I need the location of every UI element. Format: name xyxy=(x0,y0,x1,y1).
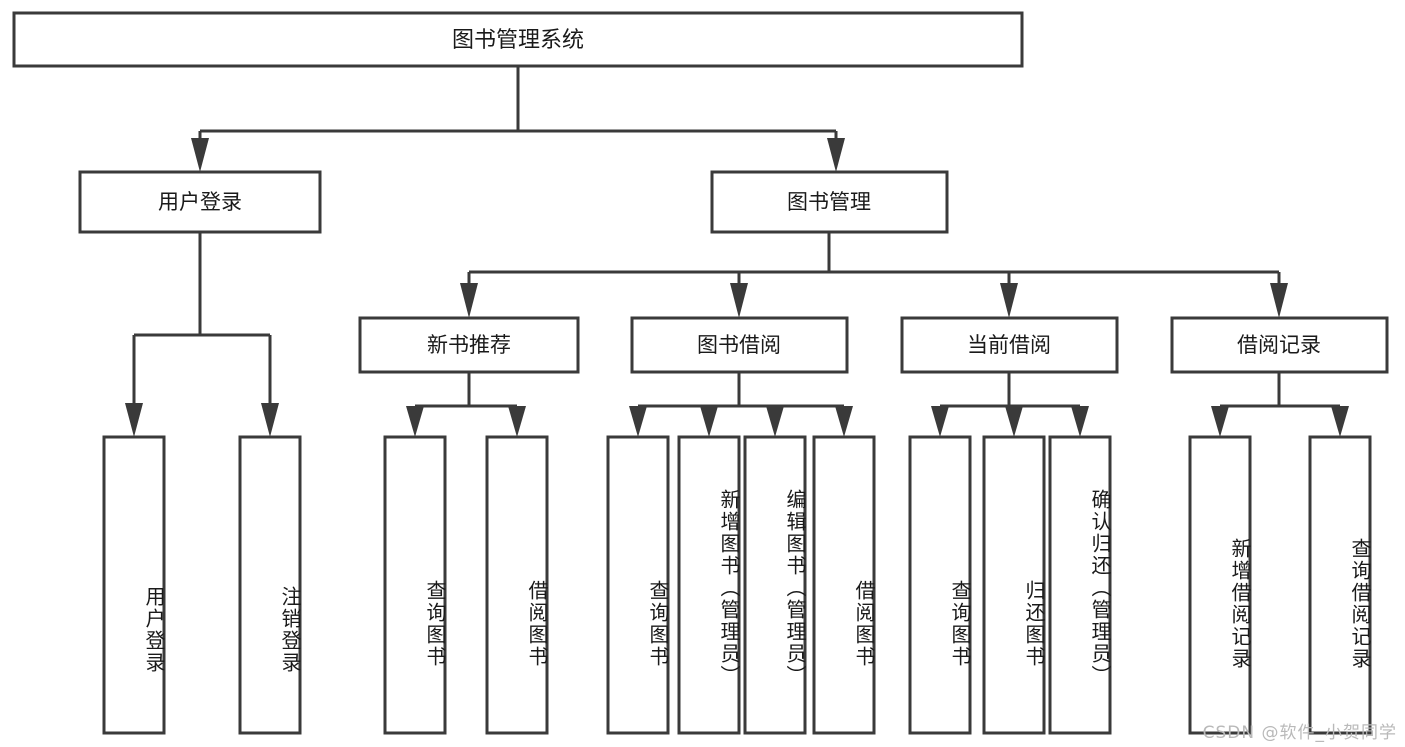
node-root-box[interactable] xyxy=(12,11,1024,68)
arrow-nbr-to-leaf2 xyxy=(508,406,526,437)
arrow-bm-to-current-borrow xyxy=(1000,283,1018,318)
node-current-borrow-label: 当前借阅 xyxy=(967,333,1051,357)
node-new-book-rec-label: 新书推荐 xyxy=(427,333,511,357)
arrow-bb-to-leaf1 xyxy=(629,406,647,437)
arrow-ul-to-leaf1 xyxy=(125,403,143,437)
node-leaf-query-book-cur-box[interactable] xyxy=(908,435,972,735)
node-root[interactable]: 图书管理系统 xyxy=(12,11,1024,68)
node-leaf-confirm-return-box[interactable] xyxy=(1048,435,1112,735)
connector-group-borrow-record xyxy=(1211,372,1349,437)
node-current-borrow-box[interactable] xyxy=(900,316,1119,374)
node-leaf-user-login-box[interactable] xyxy=(102,435,166,735)
arrow-bb-to-leaf3 xyxy=(766,406,784,437)
arrow-br-to-leaf1 xyxy=(1211,406,1229,437)
arrow-br-to-leaf2 xyxy=(1331,406,1349,437)
arrow-cb-to-leaf1 xyxy=(931,406,949,437)
arrow-root-to-user-login xyxy=(191,138,209,172)
node-book-borrow[interactable]: 图书借阅 xyxy=(630,316,849,374)
node-book-manage-label: 图书管理 xyxy=(787,190,871,214)
csdn-watermark: CSDN @软件_小贺同学 xyxy=(1202,723,1397,743)
node-current-borrow[interactable]: 当前借阅 xyxy=(900,316,1119,374)
node-leaf-query-record-box[interactable] xyxy=(1308,435,1372,735)
node-leaf-query-book-rec-box[interactable] xyxy=(383,435,447,735)
arrow-bb-to-leaf2 xyxy=(700,406,718,437)
arrow-bm-to-borrow-record xyxy=(1270,283,1288,318)
node-leaf-edit-book-box[interactable] xyxy=(743,435,807,735)
node-leaf-borrow-book-box[interactable] xyxy=(812,435,876,735)
arrow-cb-to-leaf2 xyxy=(1005,406,1023,437)
node-user-login-label: 用户登录 xyxy=(158,190,242,214)
node-leaf-logout-box[interactable] xyxy=(238,435,302,735)
arrow-nbr-to-leaf1 xyxy=(406,406,424,437)
node-borrow-record-label: 借阅记录 xyxy=(1237,333,1321,357)
node-user-login-box[interactable] xyxy=(78,170,322,234)
connector-group-current-borrow xyxy=(931,372,1089,437)
node-book-borrow-box[interactable] xyxy=(630,316,849,374)
node-leaf-return-book-box[interactable] xyxy=(982,435,1046,735)
node-root-label: 图书管理系统 xyxy=(452,28,584,53)
node-borrow-record-box[interactable] xyxy=(1170,316,1389,374)
node-book-borrow-label: 图书借阅 xyxy=(697,333,781,357)
node-leaf-borrow-book-rec-box[interactable] xyxy=(485,435,549,735)
node-new-book-rec[interactable]: 新书推荐 xyxy=(358,316,580,374)
arrow-ul-to-leaf2 xyxy=(261,403,279,437)
arrow-bm-to-new-book-rec xyxy=(460,283,478,318)
arrow-cb-to-leaf3 xyxy=(1071,406,1089,437)
node-book-manage-box[interactable] xyxy=(710,170,949,234)
node-leaf-query-book-box[interactable] xyxy=(606,435,670,735)
node-book-manage[interactable]: 图书管理 xyxy=(710,170,949,234)
node-borrow-record[interactable]: 借阅记录 xyxy=(1170,316,1389,374)
connector-group-user-login xyxy=(125,232,279,437)
node-new-book-rec-box[interactable] xyxy=(358,316,580,374)
node-user-login[interactable]: 用户登录 xyxy=(78,170,322,234)
arrow-bm-to-book-borrow xyxy=(730,283,748,318)
arrow-bb-to-leaf4 xyxy=(835,406,853,437)
arrow-root-to-book-manage xyxy=(827,138,845,172)
connector-group-new-book-rec xyxy=(406,372,526,437)
node-leaf-add-book-box[interactable] xyxy=(677,435,741,735)
connector-group-root xyxy=(191,66,845,172)
leaf-boxes xyxy=(102,435,1372,735)
connector-group-book-manage xyxy=(460,232,1288,318)
connector-group-book-borrow xyxy=(629,372,853,437)
node-leaf-add-record-box[interactable] xyxy=(1188,435,1252,735)
